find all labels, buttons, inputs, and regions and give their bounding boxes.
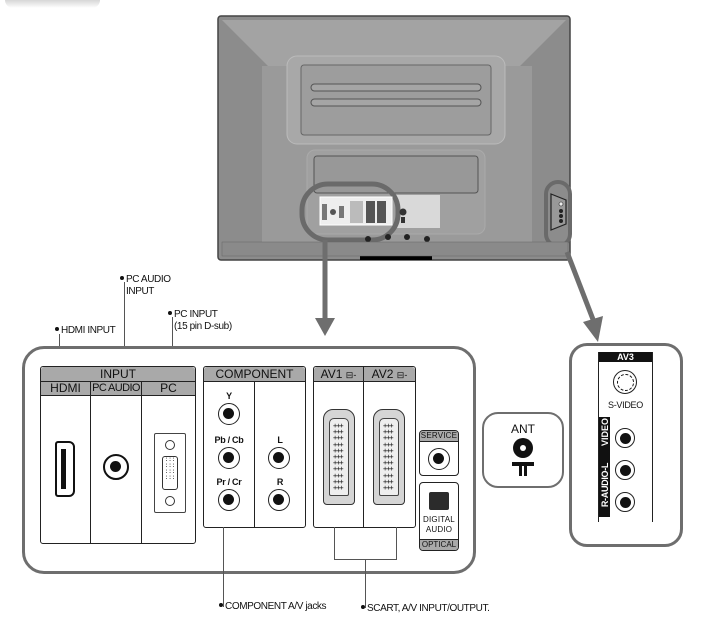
scart-group: AV1 ⊟- AV2 ⊟- ++++++++++++++++++++++++++… [313, 366, 416, 528]
jack-label-pr-cr: Pr / Cr [216, 477, 242, 487]
scart-header-av1: AV1 ⊟- [314, 367, 363, 382]
leader-line [124, 282, 125, 378]
scart-av1-port[interactable]: +++++++++++++++++++++++++++++++++ [323, 409, 355, 505]
av3-title: AV3 [599, 352, 652, 362]
callout-component-av-jacks: COMPONENT A/V jacks [219, 601, 327, 613]
callout-hdmi-input: HDMI INPUT [55, 325, 116, 337]
svideo-pins-icon [617, 374, 634, 391]
io-icon: ⊟- [345, 370, 357, 380]
service-label: SERVICE [420, 431, 458, 442]
optical-label: OPTICAL [420, 539, 458, 550]
hdmi-port-slot [61, 449, 66, 489]
antenna-symbol-icon [512, 462, 534, 466]
divider [254, 382, 255, 527]
dsub-connector: :::::::::::: [162, 456, 178, 490]
component-pr-cr-jack[interactable] [218, 489, 240, 511]
input-column-header-hdmi: HDMI [41, 382, 90, 396]
screw-icon [165, 440, 175, 450]
pc-audio-jack[interactable] [103, 454, 129, 480]
jack-center [110, 461, 121, 472]
service-port-group: SERVICE [419, 430, 459, 476]
antenna-symbol-icon [524, 466, 527, 476]
component-group: COMPONENT Y Pb / Cb Pr / Cr L R [203, 366, 306, 528]
divider [141, 382, 142, 543]
vertical-label-bar [599, 417, 610, 517]
antenna-box: ANT [482, 412, 564, 488]
av3-video-jack[interactable] [615, 428, 635, 448]
scart-av2-port[interactable]: +++++++++++++++++++++++++++++++++ [373, 409, 405, 505]
input-column-header-pc-audio: PC AUDIO [91, 382, 141, 396]
bullet-icon [55, 327, 59, 332]
leader-line [365, 560, 366, 608]
jack-label-l: L [277, 435, 283, 445]
antenna-jack[interactable] [513, 438, 533, 458]
callout-scart-av-io: SCART, A/V INPUT/OUTPUT. [361, 603, 490, 615]
arrow-down-icon [583, 316, 603, 342]
bullet-icon [168, 311, 172, 316]
component-group-title: COMPONENT [204, 367, 305, 382]
av3-audio-r-jack[interactable] [615, 492, 635, 512]
tv-rear-illustration [217, 15, 572, 261]
scart-pins-icon: +++++++++++++++++++++++++++++++++ [333, 422, 344, 493]
svideo-port[interactable] [613, 370, 637, 394]
scart-header-av2: AV2 ⊟- [364, 367, 415, 382]
bullet-icon [120, 276, 124, 281]
audio-label: R-AUDIO-L [600, 462, 610, 508]
bullet-icon [219, 603, 223, 608]
callout-pc-input: PC INPUT(15 pin D-sub) [168, 309, 232, 333]
component-audio-r-jack[interactable] [268, 489, 290, 511]
component-pb-cb-jack[interactable] [218, 447, 240, 469]
bullet-icon [361, 605, 365, 610]
jack-label-y: Y [226, 391, 232, 401]
bracket-line [334, 559, 397, 560]
scart-pins-icon: +++++++++++++++++++++++++++++++++ [383, 422, 394, 493]
jack-label-r: R [276, 477, 284, 487]
corner-shadow [5, 0, 100, 8]
port-highlight-ring [299, 181, 401, 243]
leader-line [223, 527, 224, 607]
io-icon: ⊟- [396, 370, 408, 380]
bracket-line [396, 527, 397, 560]
component-audio-l-jack[interactable] [268, 447, 290, 469]
screw-icon [165, 496, 175, 506]
input-group: INPUT HDMI PC AUDIO PC :::::::::::: [40, 366, 196, 544]
tv-bevel-top [222, 20, 566, 66]
optical-port[interactable] [429, 492, 449, 510]
hdmi-port[interactable] [55, 441, 75, 497]
vga-port[interactable]: :::::::::::: [154, 433, 186, 513]
component-y-jack[interactable] [218, 403, 240, 425]
antenna-symbol-icon [519, 466, 522, 476]
video-label: VIDEO [600, 418, 610, 447]
av3-panel: AV3 S-VIDEO VIDEO R-AUDIO-L [598, 352, 653, 522]
av3-audio-l-jack[interactable] [615, 460, 635, 480]
divider [90, 382, 91, 543]
vent-slot [310, 98, 482, 107]
bracket-line [334, 527, 335, 560]
antenna-label: ANT [511, 422, 535, 436]
input-group-title: INPUT [41, 367, 195, 382]
vent-slot [310, 83, 482, 92]
input-column-header-pc: PC [142, 382, 195, 396]
jack-label-pb-cb: Pb / Cb [214, 435, 244, 445]
svideo-label: S-VIDEO [608, 400, 643, 410]
service-jack[interactable] [428, 448, 450, 470]
antenna-pin [520, 445, 526, 451]
arrow-down-icon [315, 318, 335, 336]
tv-bottom-bevel [221, 241, 569, 257]
divider [363, 367, 364, 527]
